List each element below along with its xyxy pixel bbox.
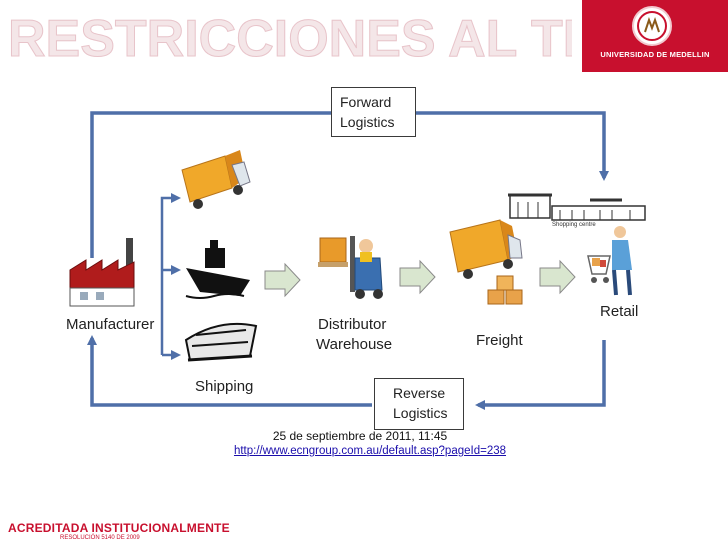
warehouse-label: Warehouse [316, 336, 393, 353]
manufacturer-label: Manufacturer [66, 316, 155, 333]
university-logo: UNIVERSIDAD DE MEDELLIN [582, 0, 728, 72]
flow-arrow-1 [264, 262, 301, 298]
flow-arrow-3 [539, 259, 576, 295]
forklift-icon [318, 236, 383, 299]
reverse-logistics-line1: Reverse [393, 385, 446, 401]
distributor-label: Distributor [318, 316, 387, 333]
truck-icon [181, 150, 251, 209]
reverse-logistics-box: Reverse Logistics [374, 378, 464, 430]
shopping-centre-icon [508, 193, 646, 221]
shipping-label: Shipping [195, 378, 254, 395]
flow-arrow-2 [399, 259, 436, 295]
source-link[interactable]: http://www.ecngroup.com.au/default.asp?p… [233, 445, 507, 457]
date-caption: 25 de septiembre de 2011, 11:45 [272, 429, 448, 443]
logo-text: UNIVERSIDAD DE MEDELLIN [600, 50, 710, 59]
forward-logistics-box: Forward Logistics [331, 87, 416, 137]
accreditation-text: ACREDITADA INSTITUCIONALMENTE [8, 521, 230, 535]
shopper-icon [587, 226, 632, 296]
title-watermark-text: RESTRICCIONES AL TRANSPORTE [8, 10, 572, 68]
title-watermark: RESTRICCIONES AL TRANSPORTE [8, 10, 573, 69]
header-band: RESTRICCIONES AL TRANSPORTE UNIVERSIDAD … [0, 0, 728, 72]
seal-icon [632, 6, 672, 46]
forward-logistics-line2: Logistics [340, 114, 395, 130]
freight-truck-icon [449, 219, 523, 279]
train-icon [184, 322, 258, 362]
freight-label: Freight [476, 332, 523, 349]
forward-logistics-line1: Forward [340, 94, 392, 110]
shipping-branch-lines [160, 193, 181, 360]
shopping-centre-label: Shopping centre [552, 222, 596, 228]
resolution-text: RESOLUCIÓN 5140 DE 2009 [60, 535, 140, 541]
ship-icon [185, 240, 250, 299]
boxes-icon [487, 275, 523, 305]
reverse-logistics-line2: Logistics [393, 405, 448, 421]
retail-label: Retail [600, 303, 639, 320]
reverse-flow-line [87, 335, 606, 410]
factory-icon [69, 238, 135, 307]
